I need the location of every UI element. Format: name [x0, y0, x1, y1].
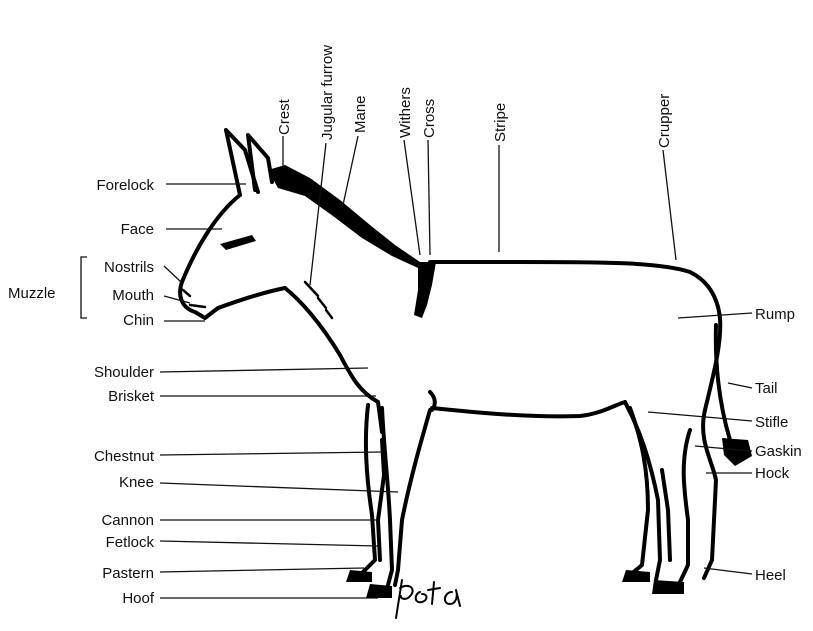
top-labels: Crest Jugular furrow Mane Withers Cross …: [276, 45, 673, 148]
neck-underside: [285, 288, 378, 402]
leader-heel: [704, 568, 752, 574]
label-chestnut: Chestnut: [94, 448, 155, 465]
hind-leg-near-back: [680, 430, 690, 582]
label-chin: Chin: [123, 312, 154, 329]
artist-signature: [396, 580, 460, 618]
label-fetlock: Fetlock: [106, 534, 155, 551]
front-leg-near: [382, 408, 392, 585]
leader-mane: [343, 136, 358, 205]
hind-leg-far: [630, 408, 648, 575]
eye: [220, 235, 256, 250]
mouth-mark: [190, 305, 205, 307]
front-leg-near-back: [395, 410, 430, 585]
label-rump: Rump: [755, 306, 795, 323]
label-muzzle: Muzzle: [8, 285, 56, 302]
leader-fetlock: [160, 541, 378, 546]
head-outline: [180, 195, 285, 318]
leader-knee: [160, 483, 398, 492]
left-labels: Forelock Face Muzzle Nostrils Mouth Chin…: [8, 177, 155, 607]
right-labels: Rump Tail Stifle Gaskin Hock Heel: [755, 306, 802, 584]
hind-leg-far-back: [662, 470, 670, 560]
leader-shoulder: [160, 368, 368, 372]
label-shoulder: Shoulder: [94, 364, 154, 381]
label-mane: Mane: [352, 95, 369, 133]
label-mouth: Mouth: [112, 287, 154, 304]
belly-line: [432, 402, 625, 416]
label-pastern: Pastern: [102, 565, 154, 582]
leader-lines: [160, 136, 752, 598]
label-hoof: Hoof: [122, 590, 155, 607]
front-hoof-far: [346, 570, 372, 582]
label-cannon: Cannon: [101, 512, 154, 529]
back-line: [430, 262, 720, 318]
label-crest: Crest: [276, 98, 293, 135]
label-jugular-furrow: Jugular furrow: [319, 45, 336, 140]
donkey-illustration: [180, 130, 752, 598]
label-stifle: Stifle: [755, 414, 788, 431]
label-forelock: Forelock: [96, 177, 154, 194]
muzzle-bracket: [81, 257, 87, 318]
nostril-mark: [183, 290, 190, 296]
label-heel: Heel: [755, 567, 786, 584]
leader-tail: [728, 383, 752, 388]
ear-right: [248, 135, 272, 190]
leader-cross: [428, 140, 430, 255]
mane-fill: [268, 165, 420, 268]
leader-crupper: [663, 150, 676, 260]
leader-rump: [678, 313, 752, 318]
leader-mouth: [164, 296, 190, 303]
label-crupper: Crupper: [656, 94, 673, 148]
hind-hoof-near: [652, 580, 684, 594]
label-withers: Withers: [397, 87, 414, 138]
leader-jugular-furrow: [310, 143, 326, 285]
label-nostrils: Nostrils: [104, 259, 154, 276]
leader-pastern: [160, 568, 364, 572]
label-tail: Tail: [755, 380, 778, 397]
hind-hoof-far: [622, 570, 650, 582]
label-knee: Knee: [119, 474, 154, 491]
label-stripe: Stripe: [492, 103, 509, 142]
label-hock: Hock: [755, 465, 790, 482]
withers-cross-fill: [414, 262, 436, 318]
label-face: Face: [121, 221, 154, 238]
front-hoof-near: [366, 584, 392, 598]
label-gaskin: Gaskin: [755, 443, 802, 460]
leader-nostrils: [164, 266, 181, 282]
label-cross: Cross: [421, 99, 438, 138]
leader-chestnut: [160, 452, 382, 455]
front-leg-far-back: [378, 440, 384, 560]
tail-tuft: [722, 438, 752, 466]
leader-withers: [404, 140, 420, 255]
leader-stifle: [648, 412, 752, 421]
label-brisket: Brisket: [108, 388, 155, 405]
